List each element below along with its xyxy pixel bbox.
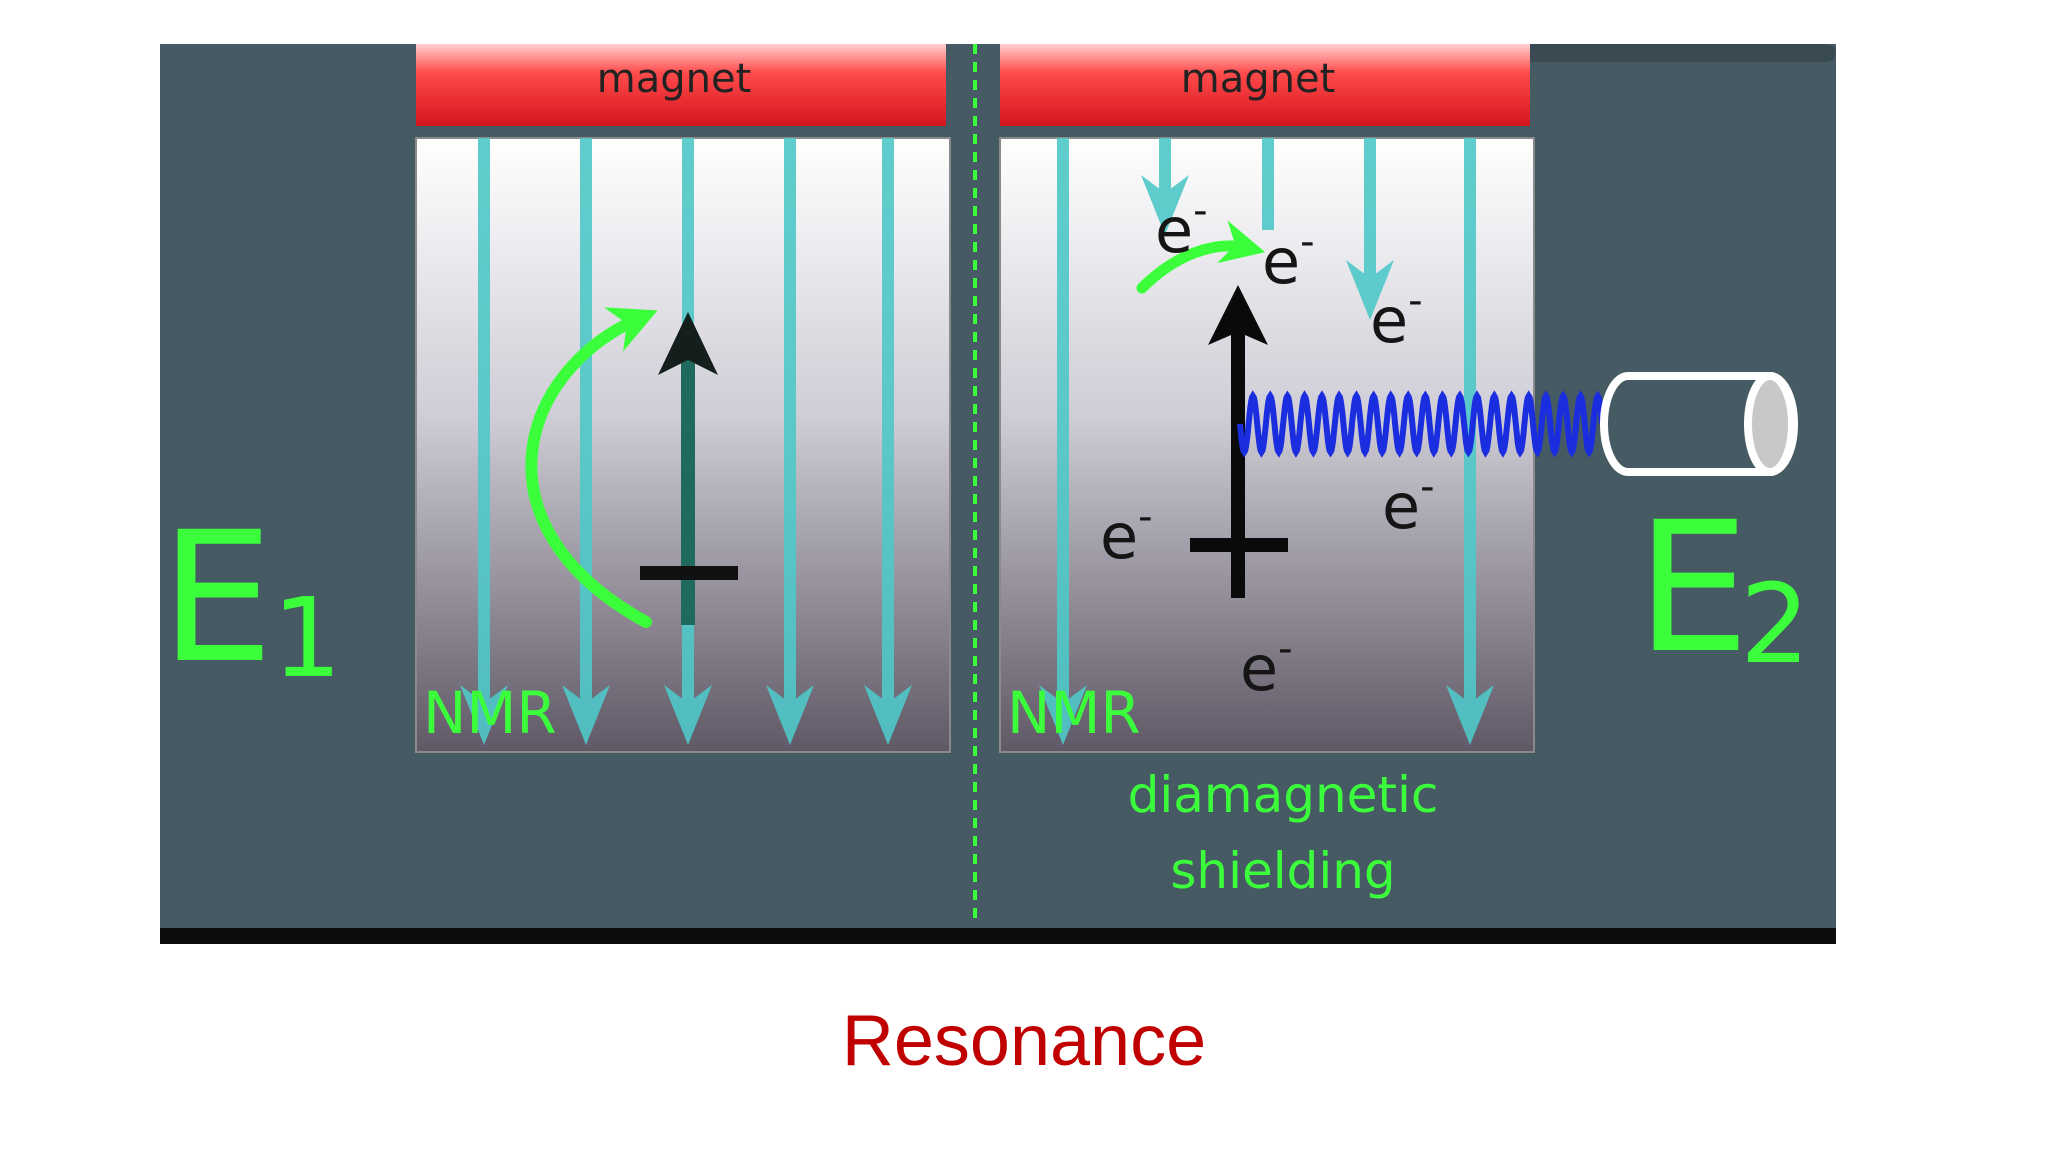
rf-wave <box>1237 390 1605 458</box>
left-flip-curve <box>525 307 658 628</box>
electron: e- <box>1240 626 1293 705</box>
diagram-background <box>160 44 1836 944</box>
slide-caption: Resonance <box>841 1001 1207 1081</box>
electron: e- <box>1100 494 1153 573</box>
left-spin-arrow <box>640 312 738 625</box>
bottom-bar <box>160 928 1836 944</box>
right-spin-arrow <box>1190 285 1288 598</box>
shielding-label-line1: diamagnetic <box>1128 766 1439 824</box>
energy-e1: E 1 <box>160 494 342 703</box>
electron: e- <box>1262 219 1315 298</box>
electron: e- <box>1155 188 1208 267</box>
right-panel: magnet e- e- e- e- e- e- <box>999 44 1798 900</box>
electron: e- <box>1370 278 1423 357</box>
left-nmr-label: NMR <box>423 679 557 747</box>
right-magnet-label: magnet <box>1181 56 1336 102</box>
energy-e2: E 2 <box>1636 484 1810 693</box>
e1-letter: E <box>160 494 274 703</box>
right-field-box <box>999 137 1535 753</box>
rf-source-cylinder <box>1600 372 1798 476</box>
e2-index: 2 <box>1740 560 1810 688</box>
right-magnet <box>1000 44 1530 126</box>
right-nmr-label: NMR <box>1007 679 1141 747</box>
right-shield-curve <box>1136 220 1266 294</box>
electrons: e- e- e- e- e- e- <box>1100 188 1435 705</box>
left-panel: magnet NMR <box>415 44 951 753</box>
left-magnet-label: magnet <box>597 56 752 102</box>
e2-letter: E <box>1636 484 1750 693</box>
e1-index: 1 <box>272 574 342 702</box>
electron: e- <box>1382 464 1435 543</box>
left-magnet <box>416 44 946 126</box>
shielding-label-line2: shielding <box>1170 842 1395 900</box>
